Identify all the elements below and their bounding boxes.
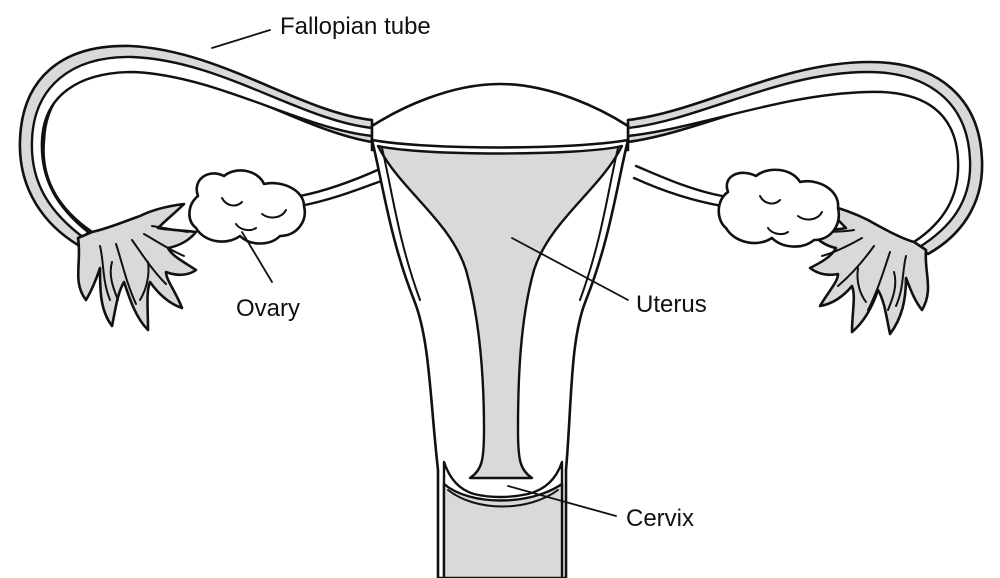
left-fimbriae (78, 204, 196, 330)
cervix-label: Cervix (626, 505, 694, 532)
fallopian-tube-leader-line (212, 30, 270, 48)
left-ovarian-ligament (300, 168, 382, 196)
right-ovary (719, 170, 839, 247)
left-ovary (189, 170, 304, 243)
fallopian-tube-label: Fallopian tube (280, 13, 431, 40)
ovary-label: Ovary (236, 295, 300, 322)
right-ovarian-ligament (636, 166, 722, 196)
label-ovary: Ovary (236, 232, 300, 322)
uterus-label: Uterus (636, 291, 707, 318)
uterine-cavity (378, 146, 622, 478)
label-fallopian-tube: Fallopian tube (212, 13, 431, 48)
